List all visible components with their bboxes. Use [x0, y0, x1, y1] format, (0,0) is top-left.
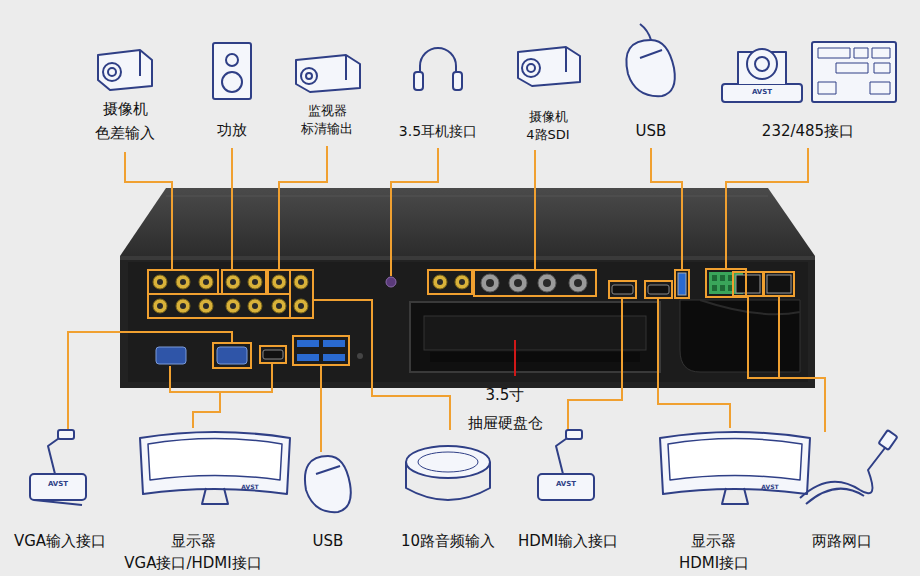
- label-anchor: 摄像机 4路SDI: [526, 108, 569, 144]
- label-line: 监视器: [301, 102, 353, 120]
- label-anchor: 两路网口: [812, 530, 872, 552]
- port-label: 10路音频输入: [401, 530, 495, 552]
- label-line: 摄像机: [526, 108, 569, 126]
- port-label: USB: [313, 530, 344, 552]
- label-line: 显示器: [124, 530, 261, 552]
- label-anchor: AVST: [752, 88, 772, 97]
- icons-bottom: [30, 430, 898, 512]
- label-anchor: 显示器 HDMI接口: [679, 530, 749, 574]
- label-anchor: 监视器 标清输出: [301, 102, 353, 138]
- label-line: 4路SDI: [526, 126, 569, 144]
- icons: [98, 24, 896, 102]
- label-anchor: 3.5耳机接口: [399, 121, 477, 141]
- label-anchor: AVST: [556, 480, 576, 489]
- highlight-frames: [148, 269, 794, 368]
- label-line: 摄像机: [95, 97, 155, 121]
- label-anchor: AVST: [241, 483, 258, 490]
- label-anchor: AVST: [48, 480, 68, 489]
- label-line: 标清输出: [301, 120, 353, 138]
- label-anchor: 功放: [217, 120, 247, 140]
- port-label: HDMI输入接口: [518, 530, 618, 552]
- port-label: 3.5耳机接口: [399, 121, 477, 141]
- brand-mark: AVST: [48, 480, 68, 489]
- port-label: 摄像机 4路SDI: [526, 108, 569, 144]
- label-anchor: AVST: [761, 483, 778, 490]
- pointer-line: [514, 340, 516, 376]
- brand-mark: AVST: [761, 483, 778, 490]
- device-housing: [120, 188, 815, 388]
- label-anchor: USB: [636, 121, 667, 141]
- label-anchor: 显示器 VGA接口/HDMI接口: [124, 530, 261, 574]
- port-label: 监视器 标清输出: [301, 102, 353, 138]
- brand-mark: AVST: [556, 480, 576, 489]
- port-label: 显示器 VGA接口/HDMI接口: [124, 530, 261, 574]
- port-label: 显示器 HDMI接口: [679, 530, 749, 574]
- label-line: 3.5寸: [468, 381, 543, 409]
- label-line: 色差输入: [95, 121, 155, 145]
- brand-mark: AVST: [752, 88, 772, 97]
- brand-mark: AVST: [241, 483, 258, 490]
- label-line: VGA接口/HDMI接口: [124, 552, 261, 574]
- port-label: 摄像机 色差输入: [95, 97, 155, 145]
- label-anchor: HDMI输入接口: [518, 530, 618, 552]
- port-label: 232/485接口: [762, 121, 854, 141]
- label-line: HDMI接口: [679, 552, 749, 574]
- port-label: VGA输入接口: [14, 530, 106, 552]
- bay-label: 3.5寸 抽屉硬盘仓: [468, 381, 543, 437]
- label-anchor: 3.5寸 抽屉硬盘仓: [468, 381, 543, 437]
- label-line: 抽屉硬盘仓: [468, 409, 543, 437]
- label-anchor: VGA输入接口: [14, 530, 106, 552]
- port-label: 两路网口: [812, 530, 872, 552]
- leader-lines: [68, 146, 825, 452]
- label-anchor: 232/485接口: [762, 121, 854, 141]
- bnc-connectors: [481, 274, 587, 292]
- port-label: 功放: [217, 120, 247, 140]
- label-anchor: 摄像机 色差输入: [95, 97, 155, 145]
- label-anchor: USB: [313, 530, 344, 552]
- label-anchor: 10路音频输入: [401, 530, 495, 552]
- port-label: USB: [636, 121, 667, 141]
- label-line: 显示器: [679, 530, 749, 552]
